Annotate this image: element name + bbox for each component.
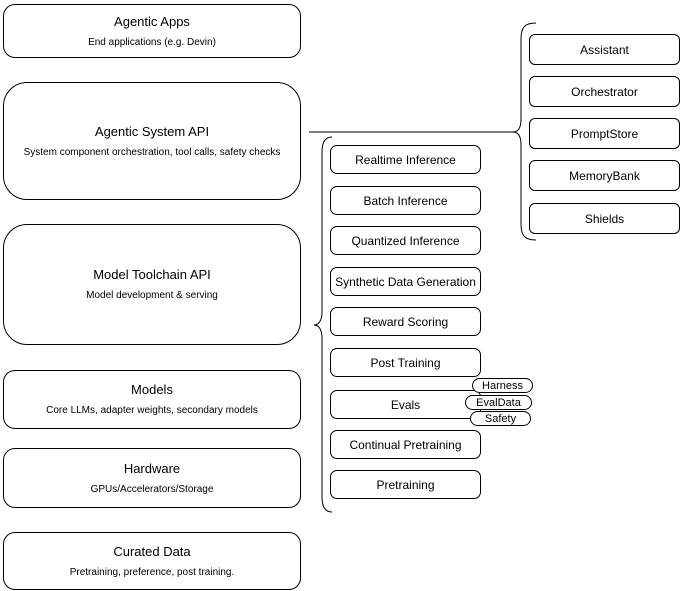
node-subtitle: End applications (e.g. Devin): [88, 36, 216, 48]
node-synthetic-data-generation: Synthetic Data Generation: [330, 267, 481, 296]
node-label: Evals: [390, 397, 421, 412]
node-label: Realtime Inference: [355, 152, 456, 167]
node-title: Models: [131, 382, 173, 397]
node-subtitle: System component orchestration, tool cal…: [23, 146, 281, 158]
node-assistant: Assistant: [529, 34, 680, 65]
node-memorybank: MemoryBank: [529, 160, 680, 191]
node-subtitle: Model development & serving: [86, 290, 218, 301]
node-post-training: Post Training: [330, 348, 481, 377]
node-label: Continual Pretraining: [349, 437, 462, 452]
node-subtitle: Pretraining, preference, post training.: [69, 566, 235, 578]
node-agentic-apps: Agentic Apps End applications (e.g. Devi…: [3, 4, 301, 58]
node-models: Models Core LLMs, adapter weights, secon…: [3, 370, 301, 429]
node-title: Curated Data: [113, 543, 191, 559]
node-model-toolchain-api: Model Toolchain API Model development & …: [3, 224, 301, 345]
node-hardware: Hardware GPUs/Accelerators/Storage: [3, 448, 301, 508]
node-label: Shields: [584, 211, 625, 226]
node-title: Agentic System API: [94, 123, 210, 139]
node-reward-scoring: Reward Scoring: [330, 307, 481, 336]
node-label: Reward Scoring: [362, 314, 449, 329]
node-label: PromptStore: [570, 126, 639, 141]
node-title: Model Toolchain API: [93, 267, 211, 282]
node-subtitle: Core LLMs, adapter weights, secondary mo…: [46, 405, 258, 416]
node-curated-data: Curated Data Pretraining, preference, po…: [3, 532, 301, 590]
node-subtitle: GPUs/Accelerators/Storage: [90, 483, 214, 495]
node-continual-pretraining: Continual Pretraining: [330, 430, 481, 459]
node-agentic-system-api: Agentic System API System component orch…: [3, 82, 301, 200]
node-title: Agentic Apps: [114, 13, 190, 29]
node-batch-inference: Batch Inference: [330, 186, 481, 215]
node-label: Post Training: [370, 355, 441, 370]
tag-label: Harness: [482, 379, 523, 392]
node-label: MemoryBank: [569, 168, 640, 183]
tag-evaldata: EvalData: [465, 395, 532, 410]
node-realtime-inference: Realtime Inference: [330, 145, 481, 174]
node-pretraining: Pretraining: [330, 470, 481, 499]
node-label: Assistant: [580, 42, 629, 57]
node-shields: Shields: [529, 203, 680, 234]
node-quantized-inference: Quantized Inference: [330, 226, 481, 255]
node-label: Pretraining: [376, 477, 435, 492]
tag-safety: Safety: [470, 411, 531, 426]
node-promptstore: PromptStore: [529, 118, 680, 149]
node-label: Orchestrator: [571, 84, 638, 99]
node-orchestrator: Orchestrator: [529, 76, 680, 107]
node-title: Hardware: [123, 460, 181, 476]
node-label: Synthetic Data Generation: [335, 274, 476, 289]
node-label: Batch Inference: [363, 193, 448, 208]
tag-label: Safety: [484, 412, 517, 425]
tag-label: EvalData: [476, 396, 521, 409]
node-label: Quantized Inference: [351, 233, 460, 248]
node-evals: Evals: [330, 390, 481, 419]
tag-harness: Harness: [472, 378, 533, 393]
